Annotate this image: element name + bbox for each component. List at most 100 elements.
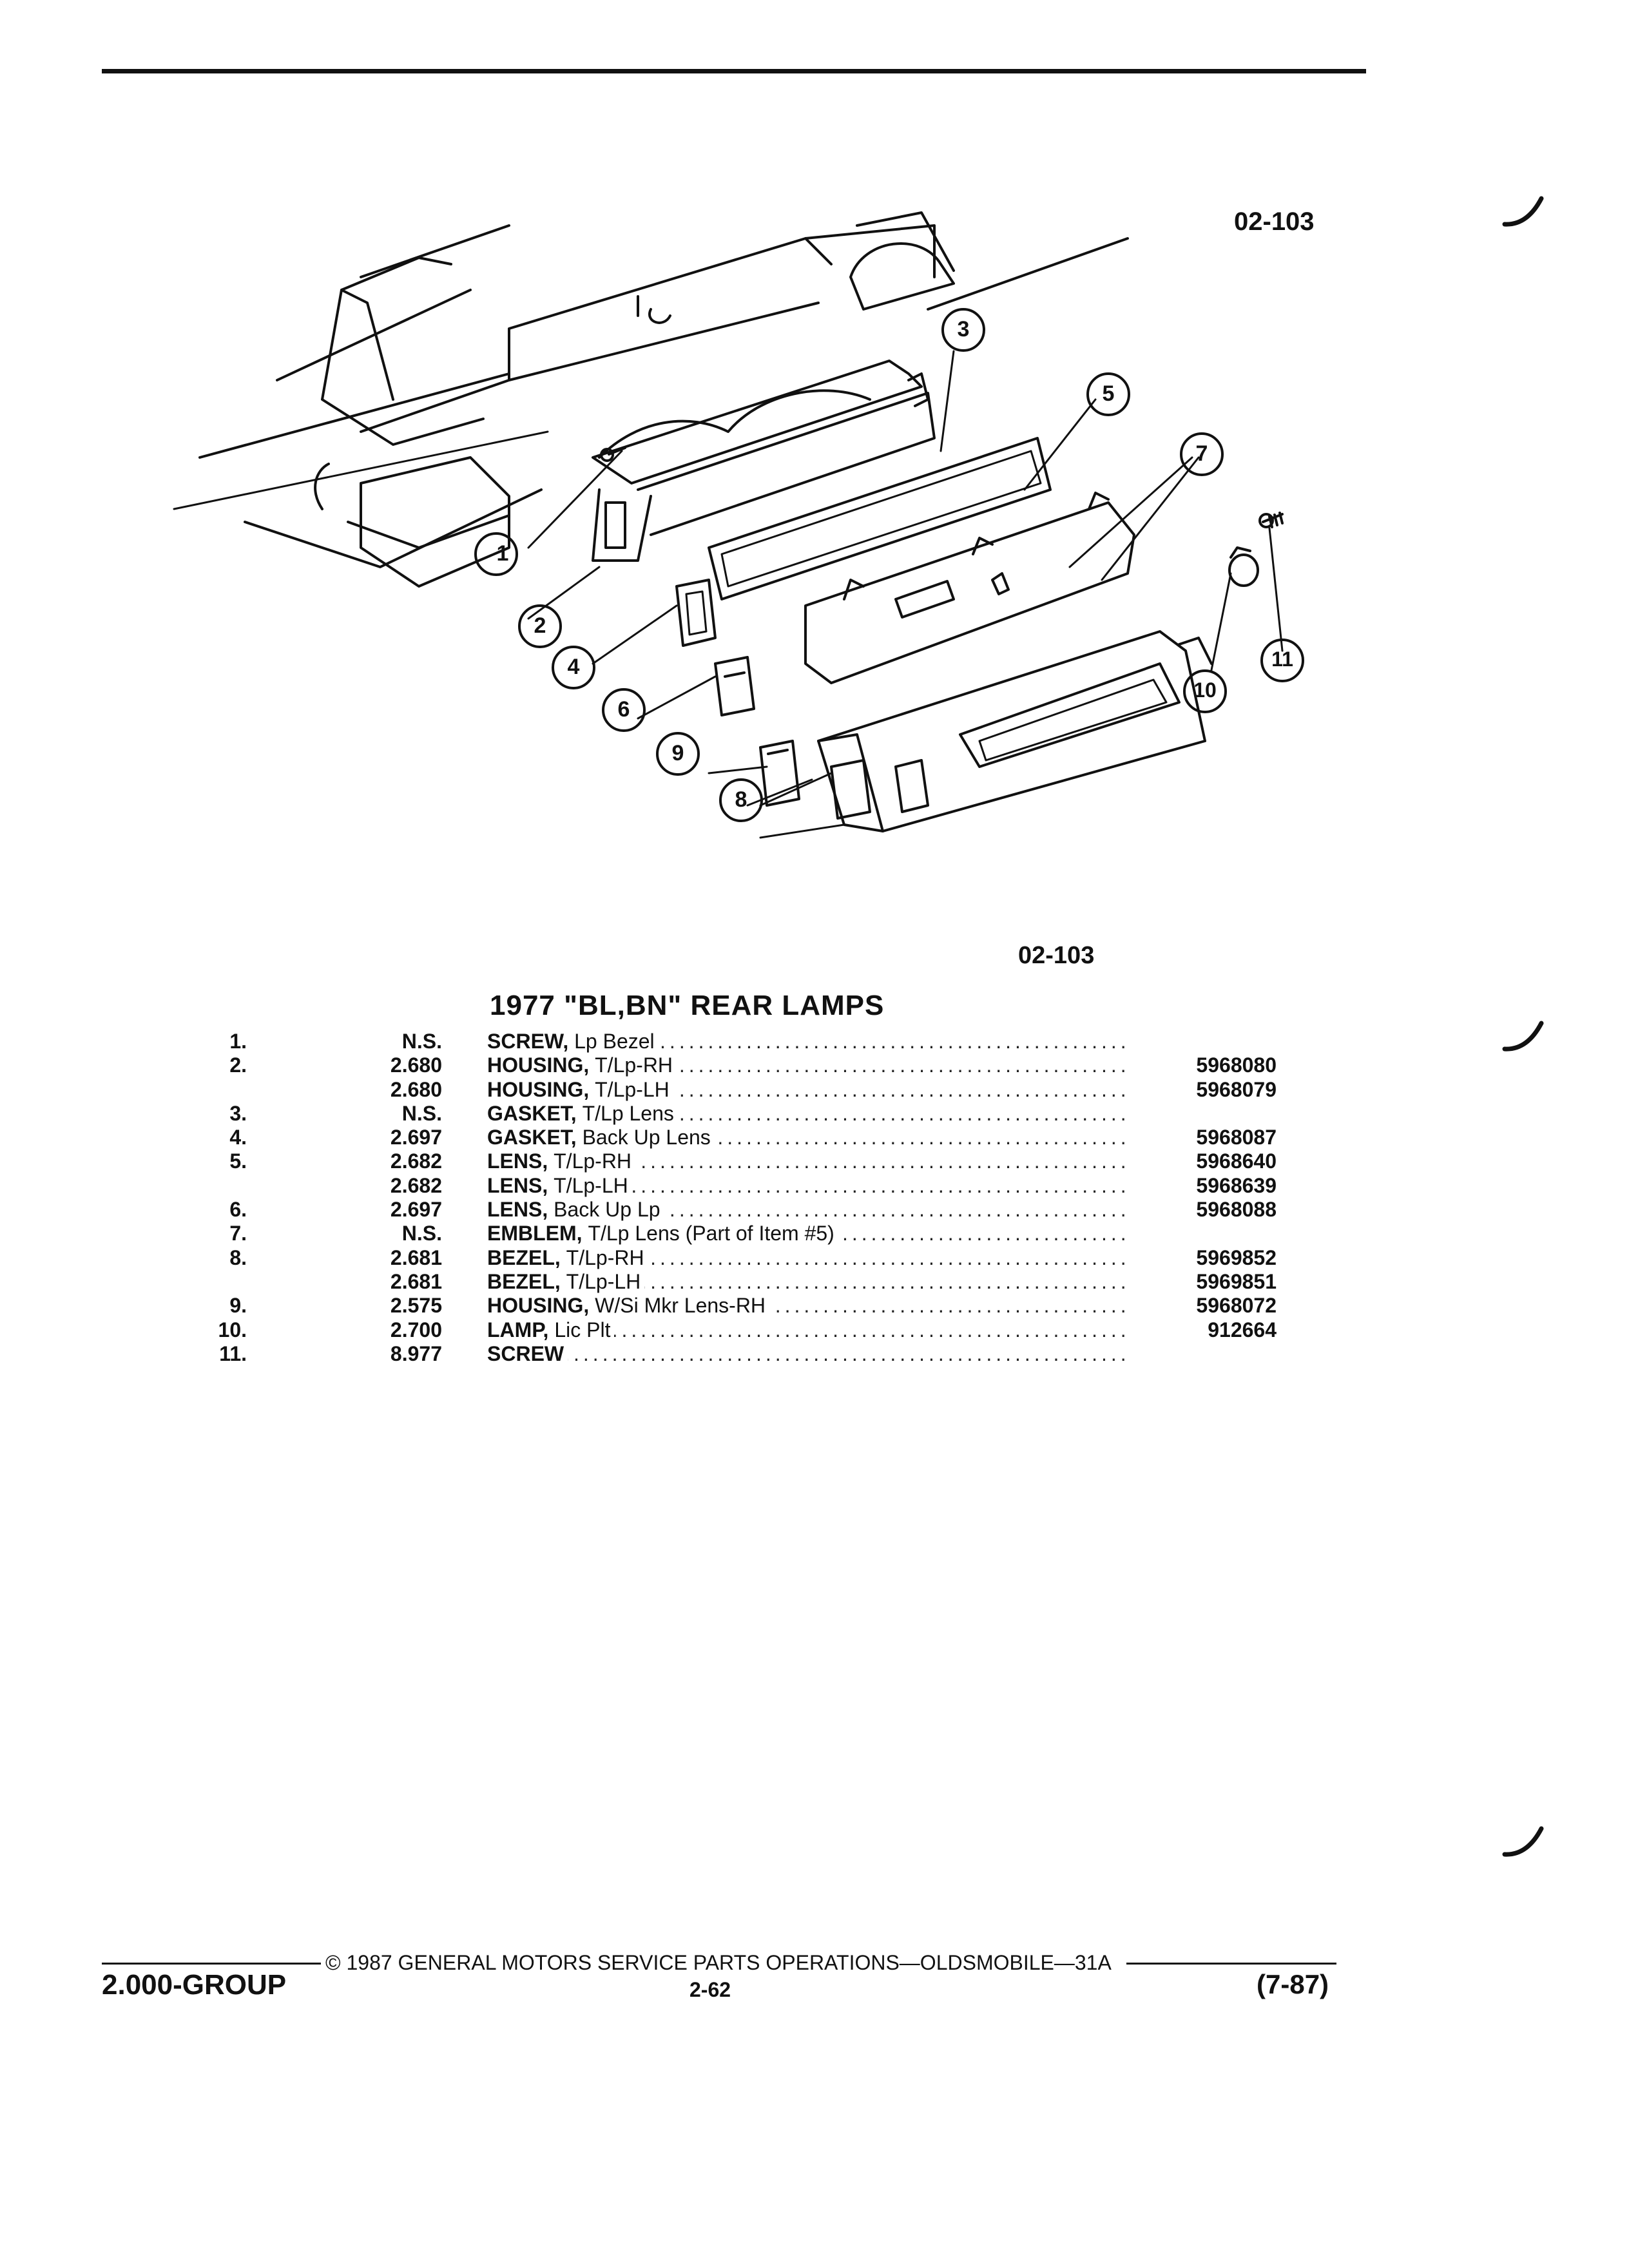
item-number: 9.	[229, 1294, 247, 1318]
parts-row: 2.682...................................…	[190, 1173, 1277, 1198]
callout-4	[552, 646, 595, 689]
part-name: LENS,	[487, 1198, 548, 1222]
part-qualifier: Back Up Lens	[582, 1126, 711, 1149]
item-number	[190, 1174, 247, 1198]
parts-row: 3.N.S...................................…	[190, 1101, 1277, 1126]
item-number: 8.	[229, 1245, 247, 1269]
parts-list-table: 1.N.S...................................…	[190, 1030, 1277, 1366]
item-number: 4.	[229, 1126, 247, 1149]
callout-5	[1086, 372, 1130, 416]
part-name: LENS,	[487, 1173, 548, 1197]
callout-6-label: 6	[617, 697, 630, 722]
group-number: 2.697	[390, 1126, 442, 1149]
part-qualifier: T/Lp-RH	[595, 1053, 673, 1077]
binder-mark-top	[1502, 196, 1544, 227]
callout-9	[656, 732, 700, 776]
callout-10	[1183, 669, 1227, 713]
tail-lamp-gasket-part	[708, 437, 1052, 601]
part-name: LENS,	[487, 1149, 548, 1173]
parts-row: 5.2.682.................................…	[190, 1149, 1277, 1173]
callout-9-label: 9	[671, 741, 684, 765]
part-description: ........................................…	[442, 1149, 1141, 1173]
part-description: ........................................…	[442, 1101, 1141, 1126]
item-number	[190, 1270, 247, 1294]
part-description: ........................................…	[442, 1198, 1141, 1222]
part-number: 5968079	[1196, 1077, 1277, 1101]
callout-8	[719, 778, 763, 822]
callout-11-label: 11	[1271, 648, 1293, 671]
part-qualifier: T/Lp-LH	[566, 1269, 641, 1293]
part-description: ........................................…	[442, 1077, 1141, 1102]
part-description: ........................................…	[442, 1053, 1141, 1077]
part-number	[1141, 1222, 1277, 1245]
part-name: HOUSING,	[487, 1077, 590, 1101]
part-description: ........................................…	[442, 1222, 1141, 1245]
part-number: 5969852	[1196, 1245, 1277, 1269]
exploded-view-illustration	[173, 211, 1304, 839]
part-number: 5968639	[1196, 1173, 1277, 1197]
screw-part	[1258, 512, 1284, 528]
bezel-screw-part	[600, 447, 626, 462]
callout-circles	[474, 308, 1304, 822]
figure-code-top: 02-103	[1234, 207, 1315, 236]
parts-row: 4.2.697.................................…	[190, 1126, 1277, 1149]
parts-row: 11.8.977................................…	[190, 1341, 1277, 1366]
parts-row: 6.2.697.................................…	[190, 1198, 1277, 1222]
callout-6	[602, 688, 646, 732]
part-qualifier: T/Lp-LH	[595, 1077, 670, 1101]
item-number: 7.	[229, 1222, 247, 1245]
part-number: 912664	[1208, 1318, 1277, 1341]
group-number: 2.681	[390, 1245, 442, 1269]
callout-2-label: 2	[534, 613, 546, 638]
parts-row: 9. 2.575.................................…	[190, 1294, 1277, 1318]
back-up-lamp-lens-part	[714, 656, 755, 716]
part-number	[1141, 1030, 1277, 1053]
side-marker-housing-part	[759, 740, 800, 807]
part-qualifier: Lic Plt	[554, 1318, 611, 1341]
item-number: 2.	[229, 1053, 247, 1077]
part-qualifier: Lp Bezel	[574, 1030, 655, 1053]
part-name: EMBLEM,	[487, 1222, 583, 1245]
group-number: 2.700	[390, 1318, 442, 1341]
vehicle-body-outline	[173, 211, 1129, 588]
part-name: SCREW	[487, 1341, 564, 1365]
group-number: 2.575	[390, 1294, 442, 1318]
part-description: ........................................…	[442, 1030, 1141, 1053]
part-name: BEZEL,	[487, 1269, 561, 1293]
part-name: BEZEL,	[487, 1245, 561, 1269]
callout-leaders	[527, 350, 1284, 839]
part-number: 5968640	[1196, 1149, 1277, 1173]
callout-7	[1180, 432, 1224, 476]
part-number: 5968072	[1196, 1294, 1277, 1318]
part-description: ........................................…	[442, 1294, 1141, 1318]
part-name: SCREW,	[487, 1030, 569, 1053]
part-qualifier: T/Lp-LH	[554, 1173, 628, 1197]
part-number	[1141, 1102, 1277, 1126]
page-number: 2-62	[689, 1978, 731, 2001]
section-title: 1977 "BL,BN" REAR LAMPS	[490, 990, 885, 1021]
group-number: 2.680	[390, 1077, 442, 1101]
back-up-lens-gasket-part	[675, 579, 717, 647]
part-qualifier: T/Lp Lens	[582, 1101, 674, 1125]
callout-2	[518, 604, 562, 648]
part-description: ........................................…	[442, 1245, 1141, 1270]
part-name: LAMP,	[487, 1318, 549, 1341]
binder-mark-middle	[1502, 1021, 1544, 1052]
tail-lamp-bezel-part	[817, 630, 1213, 832]
tail-lamp-housing-part	[592, 360, 936, 562]
leader-dots: ........................................…	[487, 1341, 1130, 1365]
item-number: 5.	[229, 1149, 247, 1173]
group-label: 2.000-GROUP	[102, 1969, 287, 2001]
parts-row: 7.N.S...................................…	[190, 1222, 1277, 1245]
group-number: N.S.	[401, 1101, 442, 1125]
callout-10-label: 10	[1193, 678, 1217, 702]
item-number	[190, 1078, 247, 1102]
callout-1-label: 1	[496, 541, 509, 566]
group-number: N.S.	[401, 1030, 442, 1053]
group-number: 2.697	[390, 1198, 442, 1222]
item-number: 11.	[219, 1341, 247, 1365]
part-description: ........................................…	[442, 1341, 1141, 1366]
item-number: 10.	[218, 1318, 247, 1341]
part-name: GASKET,	[487, 1101, 577, 1125]
group-number: 2.680	[390, 1053, 442, 1077]
